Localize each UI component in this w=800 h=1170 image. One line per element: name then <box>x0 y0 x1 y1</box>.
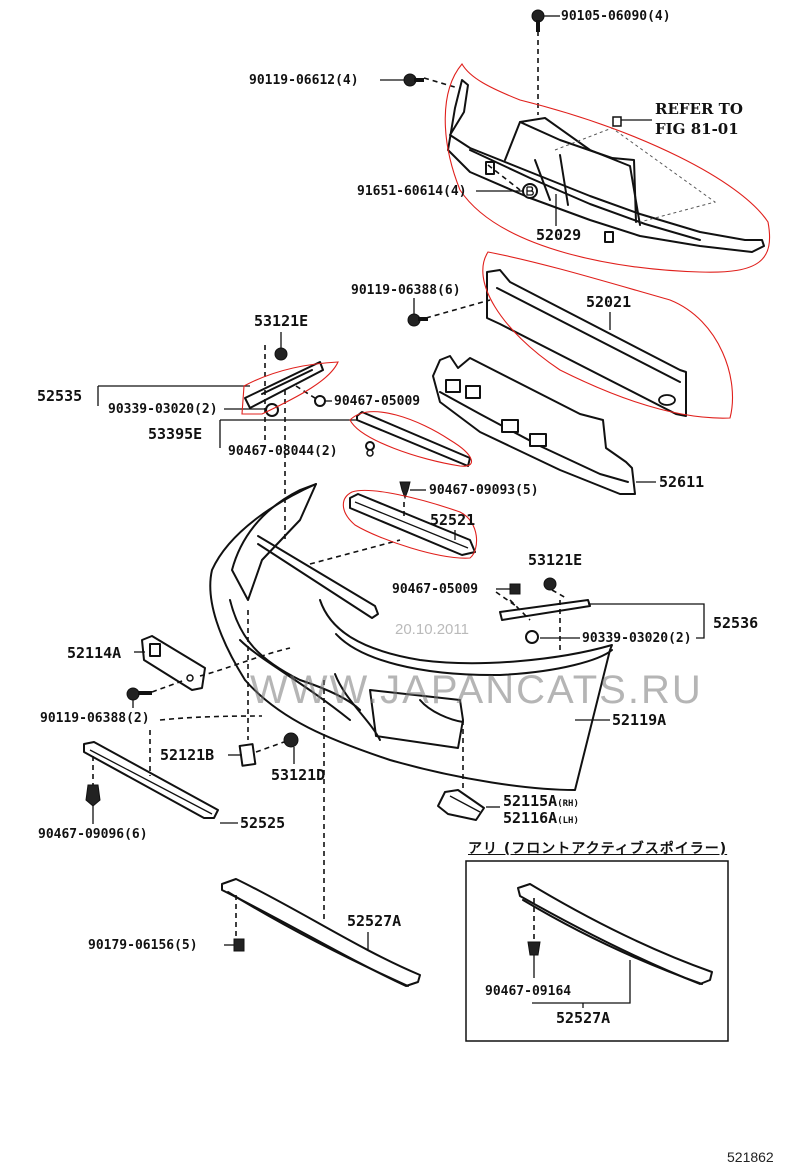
bolt-90119-06612-icon <box>380 73 424 87</box>
label-52121B: 52121B <box>160 746 215 764</box>
clip-90467-05009-left-icon <box>314 395 332 407</box>
clip-53121E-right-icon <box>543 577 557 591</box>
figure-number: 521862 <box>727 1149 774 1165</box>
label-90119-06612: 90119-06612(4) <box>249 73 359 88</box>
watermark: WWW.JAPANCATS.RU <box>250 668 703 712</box>
option-box <box>465 860 729 1042</box>
label-53395E: 53395E <box>148 425 203 443</box>
highlight-52021 <box>482 251 734 419</box>
bracket-52114A <box>134 635 206 691</box>
label-90467-09093: 90467-09093(5) <box>429 483 539 498</box>
highlight-52521 <box>342 489 478 559</box>
clip-90467-08044-icon <box>365 441 375 457</box>
refer-to-line2: FIG 81-01 <box>655 120 739 138</box>
label-52029: 52029 <box>536 226 582 244</box>
label-52021: 52021 <box>586 293 632 311</box>
bracket-52536 <box>495 589 705 639</box>
label-90339-03020-left: 90339-03020(2) <box>108 402 218 417</box>
refer-clip-icon <box>612 116 652 127</box>
label-52115A: 52115A(RH) <box>503 794 579 809</box>
highlight-52029 <box>444 63 771 273</box>
highlight-52535 <box>241 361 339 415</box>
absorber-52021 <box>425 269 687 417</box>
label-53121E-left: 53121E <box>254 312 309 330</box>
bracket-line-52535 <box>97 385 250 406</box>
retainer-52121B <box>228 743 257 767</box>
bracket-52535 <box>244 345 324 540</box>
nut-90339-03020-right-icon <box>525 630 539 644</box>
label-52535: 52535 <box>37 387 83 405</box>
label-90119-06388-6: 90119-06388(6) <box>351 283 461 298</box>
refer-to-line1: REFER TO <box>655 100 743 118</box>
clip-53121E-left-icon <box>274 332 288 361</box>
cover-52115A-52116A <box>437 789 500 821</box>
nut-91651-60614-icon <box>476 183 538 199</box>
label-52521: 52521 <box>430 511 476 529</box>
label-90467-08044: 90467-08044(2) <box>228 444 338 459</box>
strip-53395E <box>219 411 471 467</box>
label-52115A-side: (RH) <box>557 799 579 809</box>
clip-90467-09096-icon <box>85 784 101 824</box>
label-91651-60614: 91651-60614(4) <box>357 184 467 199</box>
label-52115A-number: 52115A <box>503 792 558 810</box>
label-52525: 52525 <box>240 814 286 832</box>
reinforcement-52521 <box>309 493 476 565</box>
spoiler-52527A <box>221 878 421 987</box>
clip-53121D-icon <box>255 732 299 764</box>
label-52527A: 52527A <box>347 912 402 930</box>
absorber-52611 <box>432 355 656 495</box>
clip-90467-09093-icon <box>399 481 426 500</box>
radiator-support-52029 <box>423 22 765 253</box>
bumper-cover-52119A <box>159 483 613 920</box>
nut-90339-03020-left-icon <box>265 403 279 417</box>
label-52119A: 52119A <box>612 711 667 729</box>
label-90467-05009-right: 90467-05009 <box>392 582 479 597</box>
bolt-90119-06388-2-icon <box>126 679 186 708</box>
option-box-title: アリ (フロントアクティブスポイラー) <box>468 841 728 857</box>
label-52116A-side: (LH) <box>557 816 579 826</box>
label-52116A-number: 52116A <box>503 809 558 827</box>
label-90467-09096: 90467-09096(6) <box>38 827 148 842</box>
label-53121D: 53121D <box>271 766 326 784</box>
label-52611: 52611 <box>659 473 705 491</box>
highlight-53395E <box>349 411 472 467</box>
label-90179-06156: 90179-06156(5) <box>88 938 198 953</box>
label-52114A: 52114A <box>67 644 122 662</box>
clip-90179-06156-icon <box>233 938 245 952</box>
bolt-90105-06090-icon <box>531 9 560 32</box>
option-box-bolt-label: 90467-09164 <box>485 984 572 999</box>
label-90105-06090: 90105-06090(4) <box>561 9 671 24</box>
label-90119-06388-2: 90119-06388(2) <box>40 711 150 726</box>
option-box-part-label: 52527A <box>556 1009 611 1027</box>
bolt-90119-06388-6-icon <box>407 298 428 327</box>
label-53121E-right: 53121E <box>528 551 583 569</box>
label-90467-05009-left: 90467-05009 <box>334 394 421 409</box>
clip-90467-05009-right-icon <box>496 583 521 595</box>
label-90339-03020-right: 90339-03020(2) <box>582 631 692 646</box>
label-52536: 52536 <box>713 614 759 632</box>
label-52116A: 52116A(LH) <box>503 811 579 826</box>
reinforcement-52525 <box>83 730 238 824</box>
watermark-date: 20.10.2011 <box>395 621 469 638</box>
